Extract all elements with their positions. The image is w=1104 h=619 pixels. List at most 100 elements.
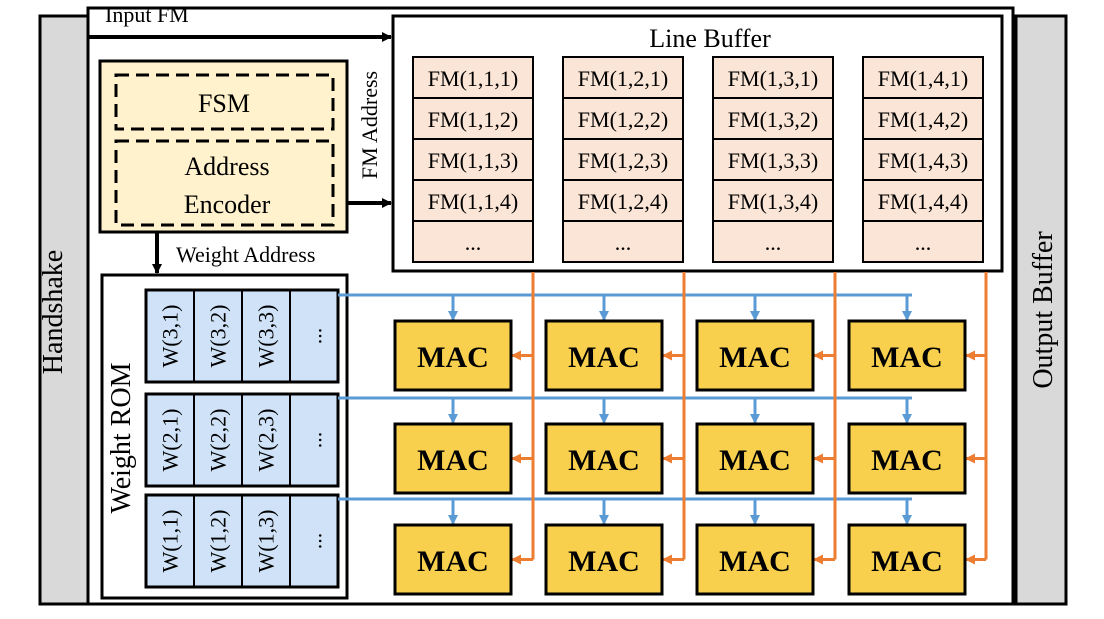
fm-cell <box>562 97 684 140</box>
fm-cell-label: FM(1,2,4) <box>578 189 668 214</box>
address-encoder-label-line1: Address <box>184 152 269 181</box>
data-wires <box>338 272 988 565</box>
fm-cell <box>712 56 834 99</box>
mac-unit-label: MAC <box>568 341 640 374</box>
fm-cell-label: ... <box>465 230 482 255</box>
weight-row-outline <box>144 288 340 384</box>
weight-cell <box>193 494 243 588</box>
weight-cell-label: ... <box>302 533 327 550</box>
fm-cell-label: FM(1,3,4) <box>728 189 818 214</box>
weight-cell-label: ... <box>302 432 327 449</box>
mac-unit-label: MAC <box>871 341 943 374</box>
mac-unit-label: MAC <box>417 545 489 578</box>
address-encoder-label-line2: Encoder <box>184 190 271 219</box>
mac-unit <box>847 523 967 596</box>
mac-unit <box>695 422 815 495</box>
fsm-box <box>114 73 335 131</box>
output-buffer-bar <box>1014 14 1068 606</box>
weight-cell-label: W(3,3) <box>254 305 279 368</box>
fm-cell <box>412 97 534 140</box>
handshake-label: Handshake <box>38 250 69 374</box>
controller-box <box>98 59 349 234</box>
fm-address-label: FM Address <box>357 71 382 179</box>
mac-unit-label: MAC <box>417 341 489 374</box>
weight-cell <box>241 494 291 588</box>
mac-unit-label: MAC <box>719 341 791 374</box>
weight-row-outline <box>144 493 340 589</box>
fm-columns: FM(1,1,1) FM(1,1,2) FM(1,1,3) FM(1,1,4)... F… <box>412 56 984 263</box>
weight-cell <box>241 393 291 487</box>
weight-cell-label: W(1,1) <box>158 510 183 573</box>
mac-unit <box>544 422 664 495</box>
mac-unit <box>393 319 513 392</box>
mac-unit-label: MAC <box>568 444 640 477</box>
line-buffer-title: Line Buffer <box>649 24 771 53</box>
mac-unit <box>695 523 815 596</box>
weight-cell-label: W(1,2) <box>206 510 231 573</box>
weight-cell <box>145 393 195 487</box>
mac-unit <box>393 523 513 596</box>
output-buffer-label: Output Buffer <box>1028 231 1059 389</box>
weight-cell-label: W(2,1) <box>158 409 183 472</box>
weight-cell-label: W(3,1) <box>158 305 183 368</box>
weight-rom-label: Weight ROM <box>106 362 137 513</box>
fm-cell <box>412 56 534 99</box>
fm-cell-label: FM(1,4,3) <box>878 148 968 173</box>
mac-unit-label: MAC <box>871 444 943 477</box>
fm-cell <box>862 179 984 222</box>
fm-cell-label: FM(1,3,2) <box>728 107 818 132</box>
fm-cell-label: FM(1,1,2) <box>428 107 518 132</box>
weight-cell <box>289 289 339 383</box>
fm-cell-label: FM(1,1,4) <box>428 189 518 214</box>
address-encoder-box <box>114 139 335 227</box>
fm-cell <box>412 138 534 181</box>
mac-unit <box>544 319 664 392</box>
mac-unit-label: MAC <box>568 545 640 578</box>
fm-cell-label: FM(1,1,3) <box>428 148 518 173</box>
fm-cell-label: ... <box>615 230 632 255</box>
weight-cell <box>289 393 339 487</box>
mac-unit <box>544 523 664 596</box>
fm-cell-label: ... <box>915 230 932 255</box>
fm-cell-label: FM(1,2,1) <box>578 66 668 91</box>
fm-cell <box>862 97 984 140</box>
fm-cell-label: FM(1,2,2) <box>578 107 668 132</box>
mac-unit <box>695 319 815 392</box>
fm-cell <box>562 220 684 263</box>
weight-rows: W(3,1) W(3,2) W(3,3)... W(2,1) W(2,2) W(2,3).… <box>144 288 340 589</box>
weight-cell-label: W(3,2) <box>206 305 231 368</box>
fsm-label: FSM <box>198 89 250 118</box>
fm-cell <box>562 179 684 222</box>
weight-address-label: Weight Address <box>176 242 315 267</box>
mac-unit-label: MAC <box>719 545 791 578</box>
fm-cell-label: FM(1,1,1) <box>428 66 518 91</box>
fm-cell <box>412 220 534 263</box>
mac-unit-label: MAC <box>871 545 943 578</box>
fm-cell-label: FM(1,2,3) <box>578 148 668 173</box>
mac-unit-label: MAC <box>417 444 489 477</box>
fm-cell-label: FM(1,3,1) <box>728 66 818 91</box>
mac-unit-label: MAC <box>719 444 791 477</box>
fm-cell <box>862 220 984 263</box>
weight-row-outline <box>144 392 340 488</box>
fm-cell <box>712 220 834 263</box>
mac-array: MAC MAC MAC MAC MAC MAC MAC MAC MAC MAC MAC MAC <box>393 319 967 596</box>
weight-cell-label: W(2,3) <box>254 409 279 472</box>
fm-cell-label: FM(1,4,4) <box>878 189 968 214</box>
fm-cell-label: ... <box>765 230 782 255</box>
handshake-bar <box>38 14 90 606</box>
mac-unit <box>847 319 967 392</box>
fm-cell-label: FM(1,3,3) <box>728 148 818 173</box>
mac-unit <box>393 422 513 495</box>
mac-unit <box>847 422 967 495</box>
fm-cell <box>562 56 684 99</box>
input-fm-label: Input FM <box>105 2 189 27</box>
fm-cell-label: FM(1,4,1) <box>878 66 968 91</box>
fm-cell-label: FM(1,4,2) <box>878 107 968 132</box>
fm-cell <box>712 138 834 181</box>
weight-cell-label: W(1,3) <box>254 510 279 573</box>
weight-cell-label: ... <box>302 328 327 345</box>
weight-cell-label: W(2,2) <box>206 409 231 472</box>
